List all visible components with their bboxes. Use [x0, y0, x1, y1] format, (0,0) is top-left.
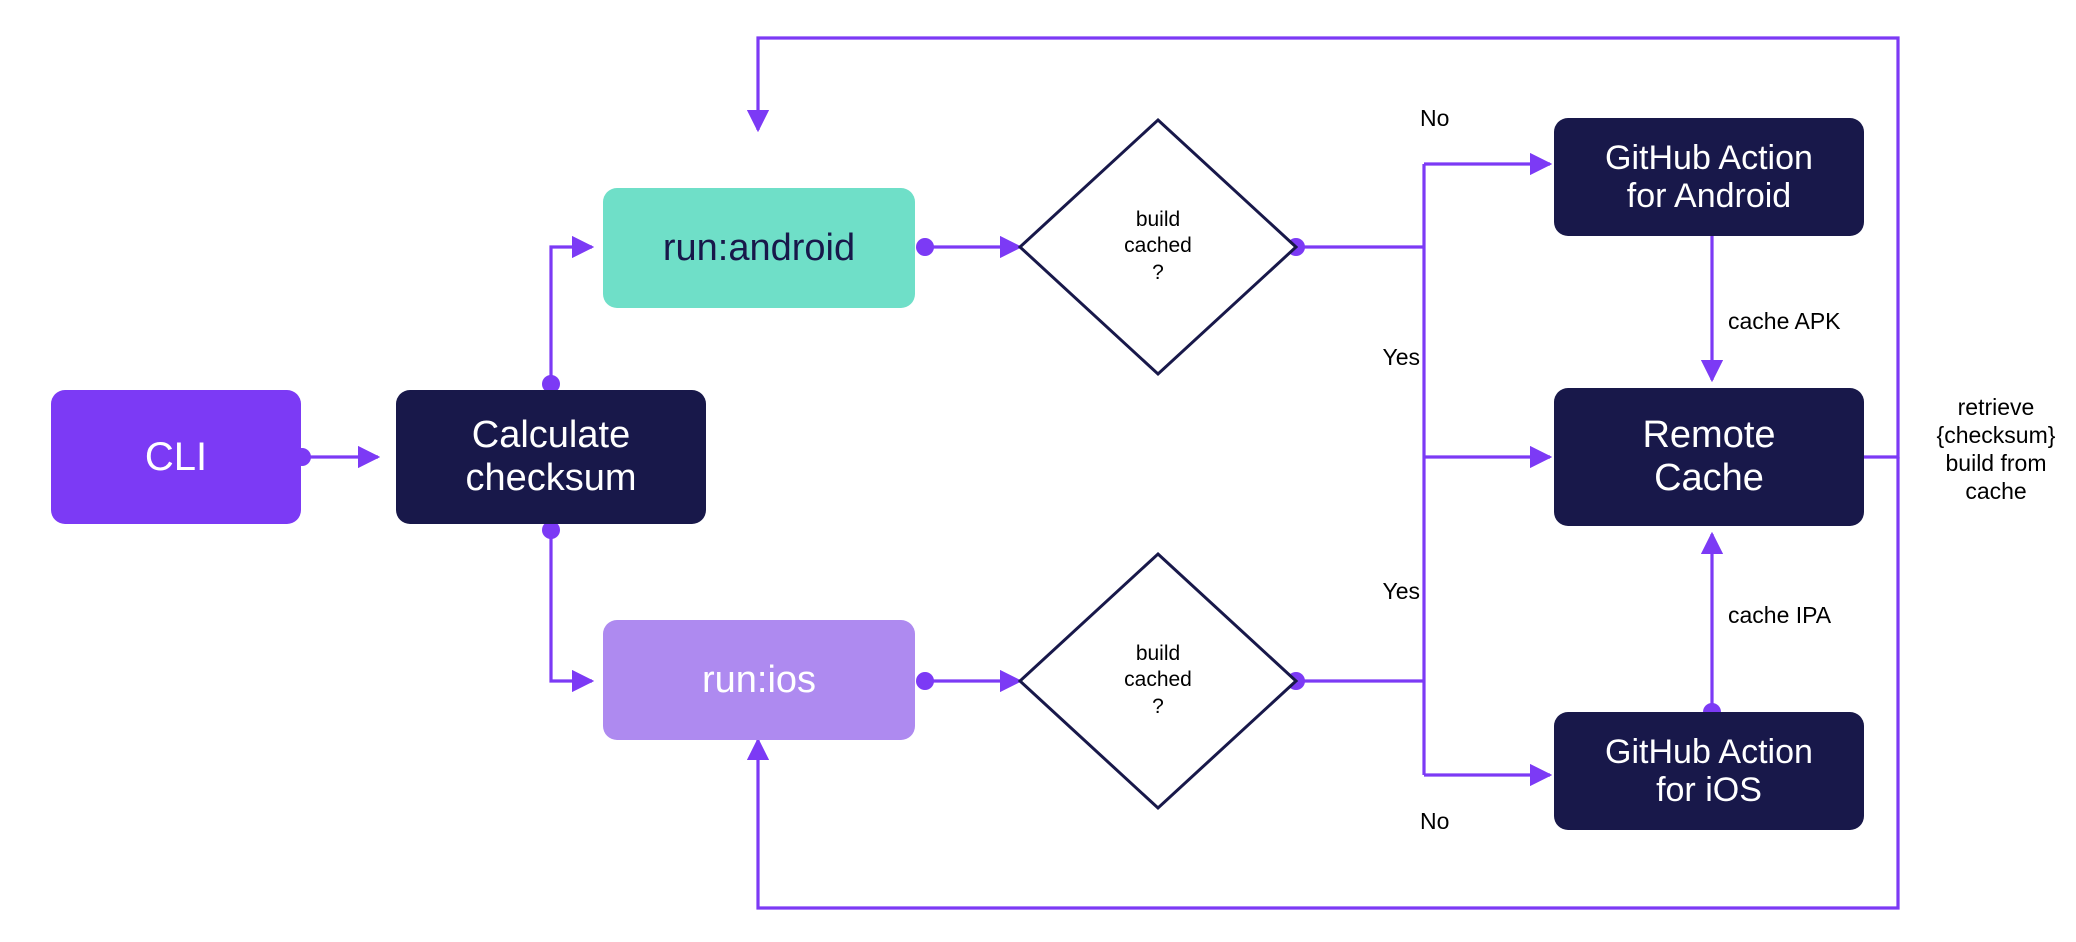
edge-label-cache-apk: cache APK [1728, 308, 1841, 334]
edge-label-cache-ipa: cache IPA [1728, 602, 1832, 628]
node-github-action-android-label: GitHub Action for Android [1605, 138, 1813, 215]
node-calculate-checksum[interactable]: Calculate checksum [396, 390, 706, 524]
node-cli[interactable]: CLI [51, 390, 301, 524]
decision-android-label: build cached ? [1124, 208, 1192, 284]
node-github-action-ios[interactable]: GitHub Action for iOS [1554, 712, 1864, 830]
node-remote-cache-label: Remote Cache [1642, 414, 1776, 499]
edge-label-ios-no: No [1420, 808, 1450, 834]
junction-dot-checksum-top [542, 375, 560, 393]
decision-diamond-android [1017, 117, 1299, 377]
junction-dot-checksum-bottom [542, 521, 560, 539]
junction-dot-ios-out [916, 672, 934, 690]
annotation-retrieve-cache: retrieve {checksum} build from cache [1936, 394, 2056, 505]
junction-dot-android-out [916, 238, 934, 256]
edge-label-android-yes: Yes [1382, 344, 1420, 370]
edge-cache-loop-bottom [746, 457, 1900, 910]
edge-cache-loop-top [746, 36, 1900, 459]
node-remote-cache[interactable]: Remote Cache [1554, 388, 1864, 526]
node-calculate-checksum-label: Calculate checksum [465, 414, 637, 499]
node-run-ios-label: run:ios [701, 658, 817, 701]
node-github-action-android[interactable]: GitHub Action for Android [1554, 118, 1864, 236]
node-run-android[interactable]: run:android [603, 188, 915, 308]
node-cli-label: CLI [144, 434, 208, 479]
edge-checksum-to-android [549, 235, 595, 384]
edge-label-ios-yes: Yes [1382, 578, 1420, 604]
edge-checksum-to-ios [549, 530, 595, 693]
node-run-ios[interactable]: run:ios [603, 620, 915, 740]
decision-diamond-ios [1017, 551, 1299, 811]
edge-label-android-no: No [1420, 105, 1450, 131]
decision-ios-label: build cached ? [1124, 642, 1192, 718]
node-run-android-label: run:android [662, 226, 856, 269]
node-github-action-ios-label: GitHub Action for iOS [1605, 732, 1813, 809]
